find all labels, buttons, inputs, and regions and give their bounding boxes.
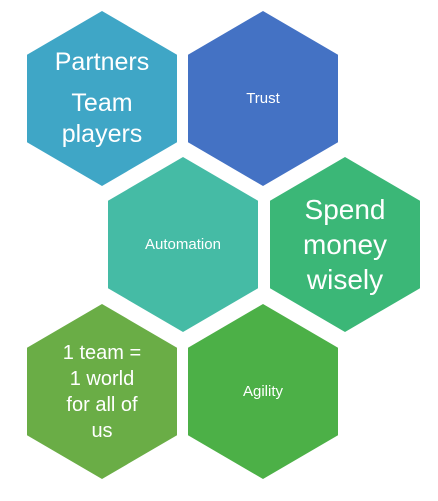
hex-spend-money-wisely: Spend money wisely (270, 157, 420, 332)
hex-text-1-world: 1 world (69, 367, 135, 390)
hex-one-team-one-world: 1 team = 1 world for all of us (27, 304, 177, 479)
hex-text-1-team: 1 team = (62, 341, 142, 364)
hex-text-for-all-of: for all of (66, 393, 138, 416)
hex-text-trust: Trust (246, 89, 280, 107)
hex-text-team: Team (71, 89, 133, 117)
hex-text-automation: Automation (145, 235, 221, 253)
hex-text-partners: Partners (54, 48, 150, 76)
hex-text-wisely: wisely (306, 264, 384, 295)
hex-trust: Trust (188, 11, 338, 186)
hex-automation: Automation (108, 157, 258, 332)
hex-partners-team-players: Partners Team players (27, 11, 177, 186)
hex-text-agility: Agility (242, 382, 283, 400)
hex-agility: Agility (188, 304, 338, 479)
hex-text-us: us (91, 419, 113, 442)
hex-text-players: players (61, 120, 143, 148)
hex-text-spend: Spend (304, 194, 386, 225)
hex-text-money: money (302, 229, 388, 260)
